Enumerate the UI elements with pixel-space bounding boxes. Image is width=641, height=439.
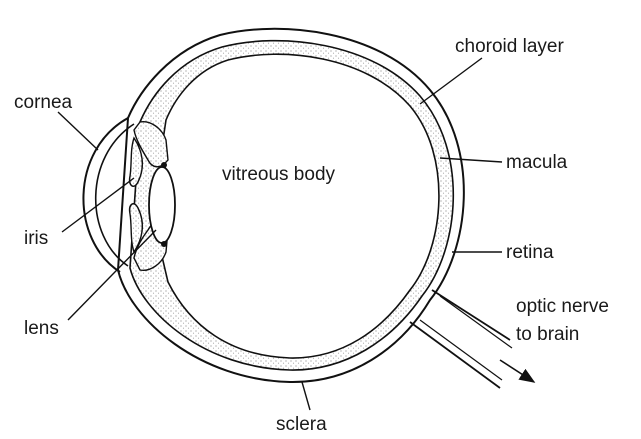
- optic-nerve-inner2: [420, 320, 502, 380]
- optic-nerve-arrow: [500, 360, 534, 382]
- label-iris: iris: [24, 228, 48, 249]
- label-lens: lens: [24, 318, 59, 339]
- ligament-bottom: [161, 241, 167, 247]
- label-vitreous-body: vitreous body: [222, 164, 336, 185]
- label-retina: retina: [506, 242, 554, 263]
- label-to-brain: to brain: [516, 324, 579, 345]
- label-sclera: sclera: [276, 414, 327, 434]
- optic-nerve-upper: [432, 290, 510, 340]
- cornea-inner: [96, 124, 134, 266]
- optic-nerve-lower: [410, 322, 500, 388]
- optic-nerve-inner1: [440, 296, 512, 348]
- leader-sclera: [302, 382, 310, 410]
- leader-choroid: [420, 58, 482, 104]
- label-optic-nerve: optic nerve: [516, 296, 609, 317]
- label-choroid-layer: choroid layer: [455, 36, 564, 57]
- leader-cornea: [58, 112, 98, 150]
- ligament-top: [161, 162, 167, 168]
- cornea-shape: [83, 118, 128, 272]
- label-cornea: cornea: [14, 92, 73, 113]
- label-macula: macula: [506, 152, 568, 173]
- lens-shape: [149, 167, 175, 243]
